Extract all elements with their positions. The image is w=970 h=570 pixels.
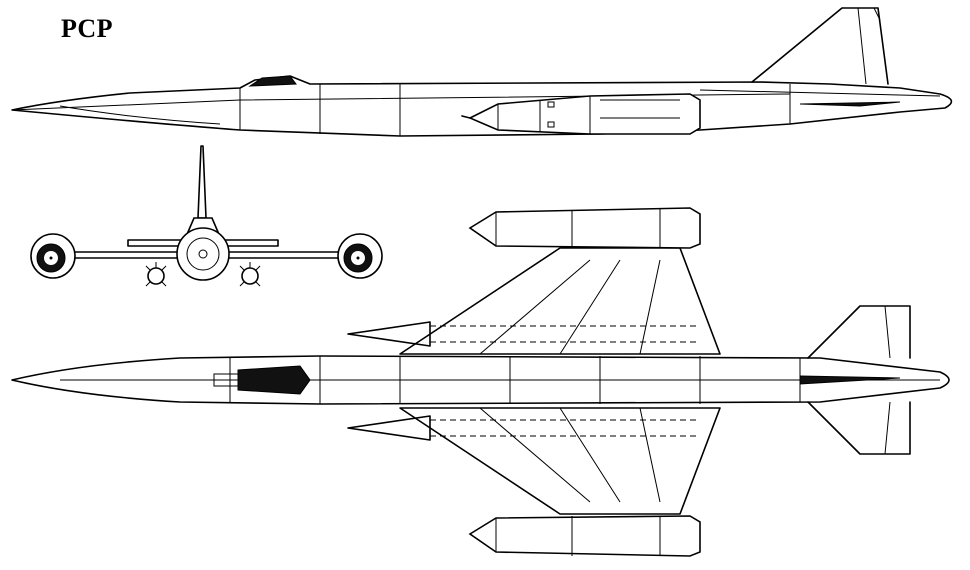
diagram-title: PCP — [61, 14, 114, 43]
front-view — [30, 145, 383, 287]
side-view — [11, 7, 953, 137]
top-view — [11, 207, 950, 557]
